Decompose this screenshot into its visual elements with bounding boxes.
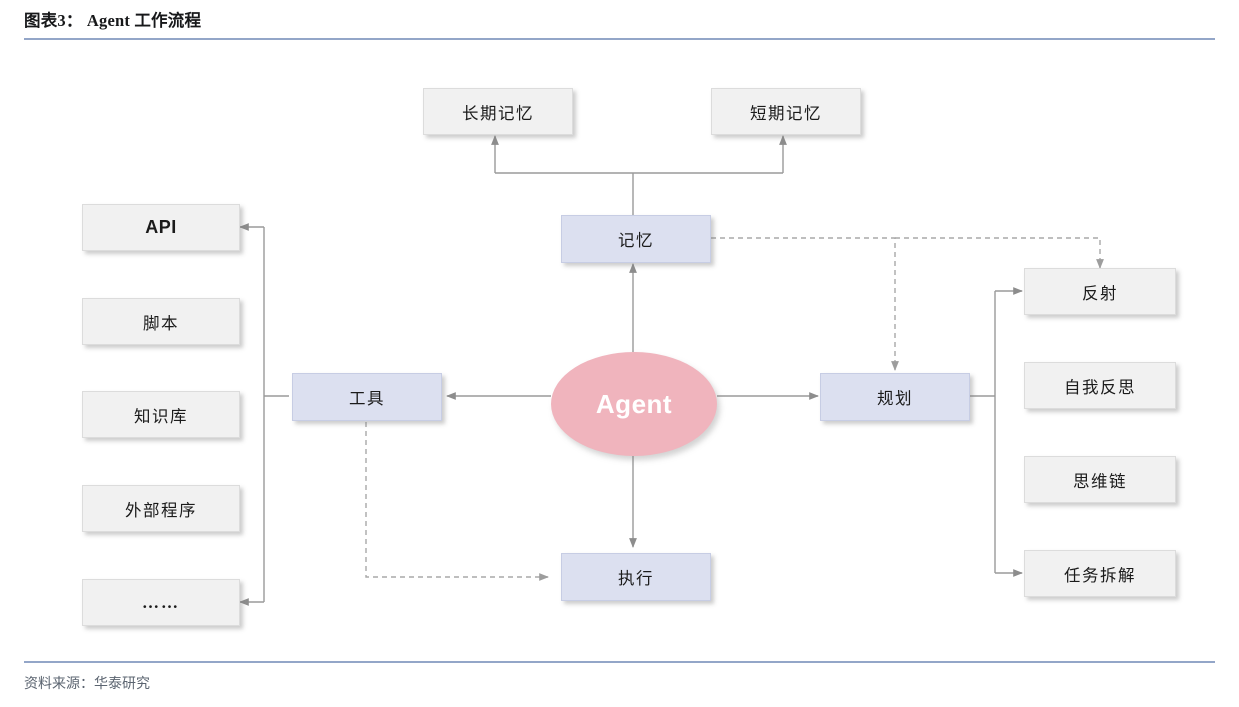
node-label: 脚本	[143, 313, 179, 333]
node-label: 外部程序	[125, 500, 197, 520]
node-knowledge-base[interactable]: 知识库	[82, 391, 240, 438]
node-label: 自我反思	[1064, 377, 1136, 397]
figure-header: 图表3： Agent 工作流程	[24, 8, 1215, 40]
node-self-reflection[interactable]: 自我反思	[1024, 362, 1176, 409]
connector-layer	[239, 135, 1104, 606]
node-more[interactable]: ……	[82, 579, 240, 626]
node-script[interactable]: 脚本	[82, 298, 240, 345]
node-memory[interactable]: 记忆	[561, 215, 711, 263]
node-label: 工具	[349, 389, 385, 408]
node-external-program[interactable]: 外部程序	[82, 485, 240, 532]
node-label: 知识库	[134, 406, 188, 426]
node-tools[interactable]: 工具	[292, 373, 442, 421]
node-agent[interactable]: Agent	[551, 352, 717, 456]
header-divider	[24, 38, 1215, 40]
connector-memory-to-planning-dashed	[711, 237, 899, 371]
node-label: 执行	[618, 569, 654, 588]
node-execution[interactable]: 执行	[561, 553, 711, 601]
source-note: 资料来源：华泰研究	[24, 677, 150, 692]
node-label: 规划	[877, 389, 913, 408]
node-reflection[interactable]: 反射	[1024, 268, 1176, 315]
node-label: API	[145, 217, 177, 237]
node-label: ……	[142, 592, 180, 612]
page-title: 图表3： Agent 工作流程	[24, 11, 202, 30]
node-api[interactable]: API	[82, 204, 240, 251]
connector-tools-to-execution-dashed	[365, 422, 549, 581]
node-planning[interactable]: 规划	[820, 373, 970, 421]
node-long-term-memory[interactable]: 长期记忆	[423, 88, 573, 135]
node-label: 反射	[1082, 283, 1118, 303]
node-label: 短期记忆	[750, 103, 822, 123]
agent-workflow-diagram: 长期记忆 短期记忆 记忆 工具 规划 执行 Agent API 脚本 知识库 外…	[0, 40, 1239, 658]
node-label: 长期记忆	[462, 103, 534, 123]
node-chain-of-thought[interactable]: 思维链	[1024, 456, 1176, 503]
footer-divider	[24, 661, 1215, 663]
node-short-term-memory[interactable]: 短期记忆	[711, 88, 861, 135]
node-label: 任务拆解	[1064, 565, 1136, 585]
node-label: 思维链	[1073, 471, 1127, 491]
agent-label: Agent	[595, 388, 673, 419]
node-task-decomposition[interactable]: 任务拆解	[1024, 550, 1176, 597]
connector-memory-to-reflection-dashed	[895, 237, 1104, 269]
node-label: 记忆	[618, 231, 654, 250]
